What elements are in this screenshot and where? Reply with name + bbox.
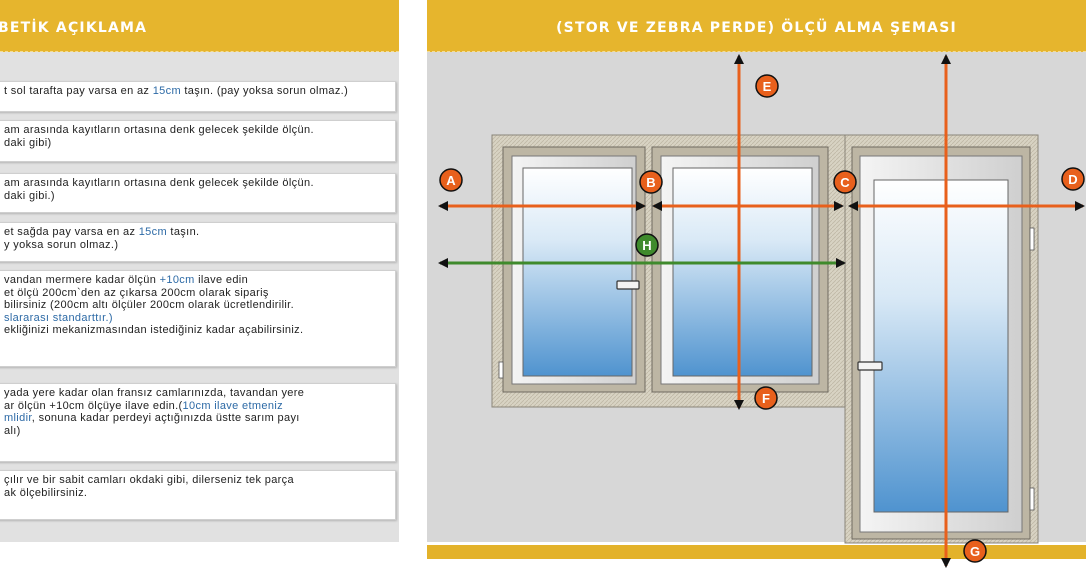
label-b-badge: B [639,170,663,194]
note-line: ar ölçün +10cm ölçüye ilave edin.(10cm i… [4,400,395,413]
label-a-badge: A [439,168,463,192]
note-highlight: 15cm [138,226,168,238]
note-highlight: 15cm [152,85,181,97]
note-line: çılır ve bir sabit camları okdaki gibi, … [4,474,395,487]
note-text: t sol tarafta pay varsa en az [4,85,153,97]
note-line: bilirsiniz (200cm altı ölçüler 200cm ola… [4,299,395,312]
note-line: daki gibi.) [4,190,395,203]
note-line: am arasında kayıtların ortasına denk gel… [4,177,395,190]
panel-gap [399,0,427,570]
instructions-title: BETİK AÇIKLAMA [0,20,148,36]
note-highlight: +10cm [159,274,195,286]
bottom-floor-bar [427,545,1086,559]
note-6: yada yere kadar olan fransız camlarınızd… [0,383,396,462]
note-text: ilave edin [194,274,249,286]
note-highlight: slararası standarttır.) [4,311,113,324]
label-f-badge: F [754,386,778,410]
svg-text:F: F [762,391,770,406]
note-5: vandan mermere kadar ölçün +10cm ilave e… [0,270,396,367]
svg-text:A: A [446,173,456,188]
note-text: yada yere kadar olan fransız camlarınızd… [4,387,305,399]
label-h-badge: H [635,233,659,257]
note-2: am arasında kayıtların ortasına denk gel… [0,120,396,162]
note-line: mlidir, sonuna kadar perdeyi açtığınızda… [4,412,395,425]
diagram-header: (STOR VE ZEBRA PERDE) ÖLÇÜ ALMA ŞEMASI [427,0,1086,52]
note-line: daki gibi) [4,137,395,150]
svg-text:D: D [1068,172,1077,187]
note-line: vandan mermere kadar ölçün +10cm ilave e… [4,274,395,287]
note-line: ak ölçebilirsiniz. [4,487,395,500]
label-c-badge: C [833,170,857,194]
window-left-unit [491,134,846,408]
note-line: slararası standarttır.) [4,312,395,325]
note-text: ak ölçebilirsiniz. [4,486,88,499]
note-line: ekliğinizi mekanizmasından istediğiniz k… [4,324,395,337]
note-text: taşın. [167,226,200,238]
instructions-panel: BETİK AÇIKLAMA t sol tarafta pay varsa e… [0,0,399,542]
label-e-badge: E [755,74,779,98]
note-text: bilirsiniz (200cm altı ölçüler 200cm ola… [4,299,294,311]
note-text: ar ölçün +10cm ölçüye ilave edin.( [4,399,183,412]
note-text: daki gibi.) [4,189,55,202]
note-text: ekliğinizi mekanizmasından istediğiniz k… [4,324,304,336]
handle-icon [857,361,883,371]
note-text: , sonuna kadar perdeyi açtığınızda üstte… [31,412,300,424]
note-text: am arasında kayıtların ortasına denk gel… [4,177,314,189]
note-text: vandan mermere kadar ölçün [4,274,160,286]
svg-text:E: E [763,79,772,94]
note-line: y yoksa sorun olmaz.) [4,239,395,252]
note-line: am arasında kayıtların ortasına denk gel… [4,124,395,137]
note-1: t sol tarafta pay varsa en az 15cm taşın… [0,81,396,112]
note-text: çılır ve bir sabit camları okdaki gibi, … [4,474,294,486]
svg-text:H: H [642,238,651,253]
svg-text:C: C [840,175,850,190]
note-line: yada yere kadar olan fransız camlarınızd… [4,387,395,400]
note-text: am arasında kayıtların ortasına denk gel… [4,124,314,136]
note-text: alı) [4,424,21,437]
window-right-door [844,134,1039,544]
note-highlight: mlidir [4,412,32,424]
diagram-title: (STOR VE ZEBRA PERDE) ÖLÇÜ ALMA ŞEMASI [556,20,957,36]
note-line: et ölçü 200cm`den az çıkarsa 200cm olara… [4,287,395,300]
note-4: et sağda pay varsa en az 15cm taşın.y yo… [0,222,396,262]
measure-lines [437,53,1086,569]
note-text: et sağda pay varsa en az [4,226,139,238]
measure-badges: A B C D E F G H [439,74,1085,563]
note-text: taşın. (pay yoksa sorun olmaz.) [181,85,349,97]
note-7: çılır ve bir sabit camları okdaki gibi, … [0,470,396,520]
note-text: y yoksa sorun olmaz.) [4,238,119,251]
note-text: daki gibi) [4,136,52,149]
svg-text:G: G [970,544,980,559]
note-line: t sol tarafta pay varsa en az 15cm taşın… [4,85,395,98]
note-line: et sağda pay varsa en az 15cm taşın. [4,226,395,239]
svg-text:B: B [646,175,655,190]
instructions-header: BETİK AÇIKLAMA [0,0,399,52]
label-d-badge: D [1061,167,1085,191]
note-line: alı) [4,425,395,438]
note-3: am arasında kayıtların ortasına denk gel… [0,173,396,213]
note-text: et ölçü 200cm`den az çıkarsa 200cm olara… [4,286,269,299]
note-highlight: 10cm ilave etmeniz [182,399,283,412]
handle-icon [616,280,640,290]
label-g-badge: G [963,539,987,563]
